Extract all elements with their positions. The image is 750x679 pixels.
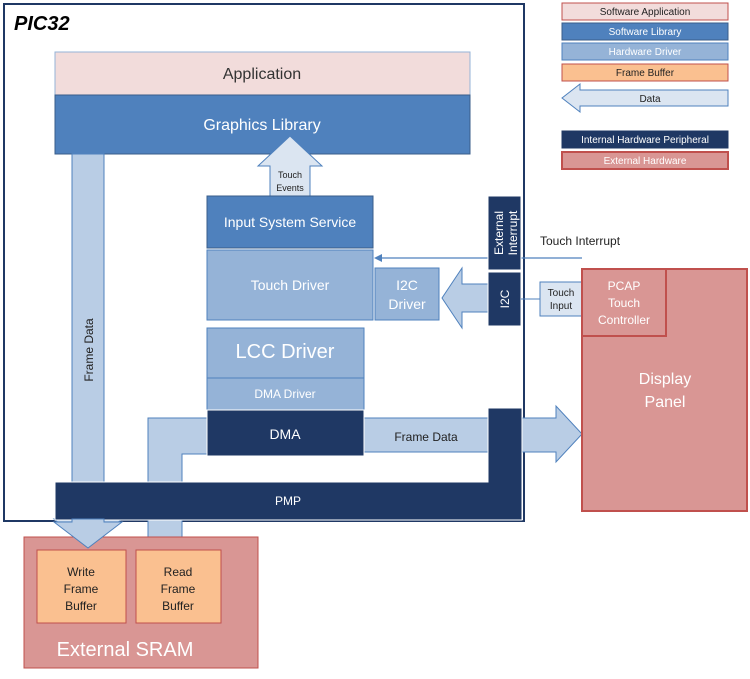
pmp-block: [54, 407, 523, 521]
write-frame-buffer-block: [36, 549, 127, 624]
legend-hardware-driver-label: Hardware Driver: [609, 47, 682, 58]
input-system-service-block: [206, 195, 374, 249]
touch-driver-label: Touch Driver: [251, 277, 330, 293]
legend-software-library: [561, 22, 729, 41]
touch-input-label-2: Input: [550, 301, 572, 312]
pmp-label: PMP: [275, 494, 301, 508]
i2c-driver-label-2: Driver: [388, 296, 426, 312]
external-sram-label: External SRAM: [57, 639, 194, 661]
graphics-library-label: Graphics Library: [203, 117, 320, 134]
display-panel-label-1: Display: [639, 371, 691, 388]
dma-driver-label: DMA Driver: [254, 387, 315, 401]
read-frame-buffer-label-1: Read: [164, 565, 193, 579]
dma-driver-block: [206, 377, 365, 411]
pic32-title: PIC32: [14, 13, 70, 35]
write-frame-buffer-label-1: Write: [67, 565, 95, 579]
external-interrupt-block: [487, 195, 522, 271]
legend-frame-buffer-label: Frame Buffer: [616, 68, 675, 79]
read-frame-buffer-label-3: Buffer: [162, 599, 194, 613]
legend-frame-buffer: [561, 63, 729, 82]
application-label: Application: [223, 66, 301, 83]
legend-internal-hw: [561, 130, 729, 149]
i2c-driver-block: [374, 267, 440, 321]
touch-input-label-1: Touch: [548, 288, 575, 299]
legend-external-hw-label: External Hardware: [604, 156, 687, 167]
i2c-peripheral-label: I2C: [498, 289, 512, 308]
legend-external-hw: [561, 151, 729, 170]
frame-data-horizontal-arrow: [363, 404, 583, 464]
dma-label: DMA: [269, 426, 301, 442]
frame-data-vertical-label: Frame Data: [82, 318, 96, 382]
display-panel-label-2: Panel: [645, 394, 686, 411]
pcap-label-3: Controller: [598, 313, 650, 327]
pcap-touch-controller-block: [581, 268, 667, 337]
i2c-driver-label-1: I2C: [396, 277, 418, 293]
pcap-label-1: PCAP: [608, 279, 641, 293]
i2c-data-arrow: [441, 266, 489, 330]
frame-data-horizontal-label: Frame Data: [394, 430, 458, 444]
lcc-driver-label: LCC Driver: [236, 341, 335, 363]
touch-interrupt-label: Touch Interrupt: [540, 234, 621, 248]
frame-data-vertical-arrowhead: [52, 518, 124, 549]
input-system-service-label: Input System Service: [224, 214, 356, 230]
legend-hardware-driver: [561, 42, 729, 61]
write-frame-buffer-label-3: Buffer: [65, 599, 97, 613]
dma-block: [206, 409, 365, 457]
read-frame-buffer-block: [135, 549, 222, 624]
read-frame-buffer-label-2: Frame: [161, 582, 196, 596]
legend-data-label: Data: [639, 94, 661, 105]
legend-software-application: [561, 2, 729, 21]
application-block: [54, 51, 471, 96]
write-frame-buffer-label-2: Frame: [64, 582, 99, 596]
touch-driver-block: [206, 249, 374, 321]
touch-events-arrow: [256, 135, 324, 197]
legend-software-library-label: Software Library: [609, 27, 682, 38]
legend-data-arrow: [561, 82, 729, 114]
external-interrupt-label-1: External: [492, 211, 506, 255]
graphics-library-block: [54, 94, 471, 155]
legend-software-application-label: Software Application: [600, 7, 691, 18]
pcap-label-2: Touch: [608, 296, 640, 310]
legend-internal-hw-label: Internal Hardware Peripheral: [581, 135, 709, 146]
touch-events-label-2: Events: [276, 183, 304, 193]
touch-events-label-1: Touch: [278, 170, 302, 180]
external-interrupt-label-2: Interrupt: [506, 210, 520, 255]
